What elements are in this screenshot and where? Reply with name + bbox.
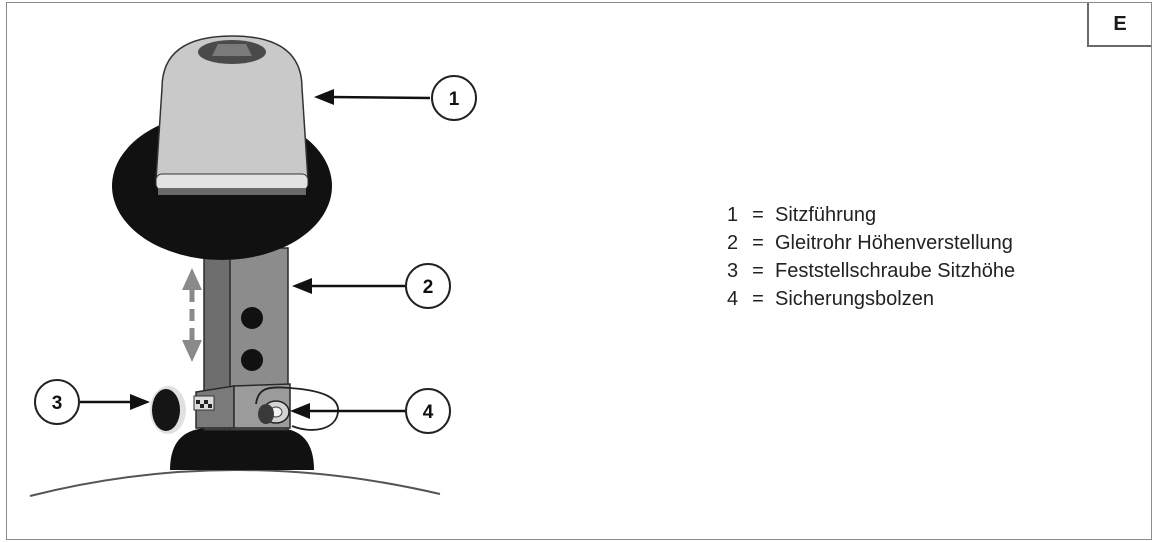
legend-equals: = xyxy=(752,204,764,226)
callout-number-1: 1 xyxy=(449,89,460,110)
legend-equals: = xyxy=(752,232,764,254)
legend-number: 2 xyxy=(727,232,739,254)
callout-number-4: 4 xyxy=(423,402,434,423)
legend-number: 4 xyxy=(727,288,739,310)
legend-equals: = xyxy=(752,260,764,282)
legend-item: 1 = Sitzführung xyxy=(727,201,1015,229)
leader-arrow-4 xyxy=(290,403,406,419)
safety-pin xyxy=(255,386,339,431)
base-mount xyxy=(170,428,314,470)
legend-label: Feststellschraube Sitzhöhe xyxy=(775,260,1016,282)
adjust-hole xyxy=(241,307,263,329)
legend-label: Sicherungsbolzen xyxy=(775,288,934,310)
legend-equals: = xyxy=(752,288,764,310)
adjust-hole xyxy=(241,349,263,371)
leader-arrow-1 xyxy=(314,89,431,105)
legend-item: 2 = Gleitrohr Höhenverstellung xyxy=(727,229,1015,257)
callout-circle-4 xyxy=(405,388,451,434)
callout-circle-2 xyxy=(405,263,451,309)
height-adjust-arrow-icon xyxy=(182,268,202,362)
leader-arrow-2 xyxy=(292,278,406,294)
legend-number: 1 xyxy=(727,204,739,226)
locking-screw-knob xyxy=(150,386,186,434)
legend-item: 3 = Feststellschraube Sitzhöhe xyxy=(727,257,1015,285)
callout-circle-1 xyxy=(431,75,477,121)
figure-frame xyxy=(6,2,1152,540)
base-curve xyxy=(29,469,441,497)
parts-legend: 1 = Sitzführung 2 = Gleitrohr Höhenverstellu… xyxy=(727,201,1015,313)
legend-number: 3 xyxy=(727,260,739,282)
figure-label-badge: E xyxy=(1087,3,1151,47)
legend-label: Sitzführung xyxy=(775,204,877,226)
callout-circle-3 xyxy=(34,379,80,425)
seat-guide xyxy=(112,35,332,260)
callout-number-3: 3 xyxy=(52,393,63,414)
callout-number-2: 2 xyxy=(423,277,434,298)
legend-label: Gleitrohr Höhenverstellung xyxy=(775,232,1013,254)
legend-item: 4 = Sicherungsbolzen xyxy=(727,285,1015,313)
leader-arrow-3 xyxy=(80,394,150,410)
